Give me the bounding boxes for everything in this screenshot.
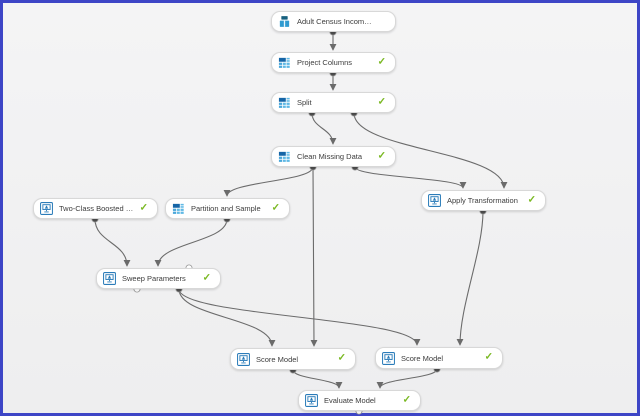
module-label: Evaluate Model <box>324 396 376 405</box>
module-node-project-columns[interactable]: Project Columns ✓ <box>271 52 396 73</box>
status-check-icon: ✓ <box>528 195 536 205</box>
status-check-icon: ✓ <box>378 97 386 107</box>
ml-module-icon <box>103 272 116 285</box>
ml-module-icon <box>237 353 250 366</box>
module-label: Project Columns <box>297 58 352 67</box>
module-label: Adult Census Income Binary C... <box>297 17 373 26</box>
table-icon <box>278 96 291 109</box>
status-check-icon: ✓ <box>403 395 411 405</box>
module-node-partition-and-sample[interactable]: Partition and Sample ✓ <box>165 198 290 219</box>
module-node-apply-transformation[interactable]: Apply Transformation ✓ <box>421 190 546 211</box>
status-check-icon: ✓ <box>272 203 280 213</box>
edge-score-model-right-to-evaluate-model[interactable] <box>380 369 437 388</box>
status-check-icon: ✓ <box>338 354 346 364</box>
edge-two-class-boosted-decision-tree-to-sweep-parameters[interactable] <box>95 219 127 266</box>
module-label: Score Model <box>256 355 298 364</box>
module-node-evaluate-model[interactable]: Evaluate Model ✓ <box>298 390 421 411</box>
module-label: Sweep Parameters <box>122 274 186 283</box>
ml-module-icon <box>382 352 395 365</box>
module-node-score-model-right[interactable]: Score Model ✓ <box>375 347 503 369</box>
module-label: Clean Missing Data <box>297 152 362 161</box>
dataset-icon <box>278 15 291 28</box>
module-label: Score Model <box>401 354 443 363</box>
module-node-two-class-boosted-decision-tree[interactable]: Two-Class Boosted Decision T... ✓ <box>33 198 158 219</box>
edge-clean-missing-data-to-partition-and-sample[interactable] <box>227 167 313 196</box>
module-node-split[interactable]: Split ✓ <box>271 92 396 113</box>
edge-split-to-clean-missing-data[interactable] <box>312 113 333 144</box>
module-label: Apply Transformation <box>447 196 518 205</box>
ml-module-icon <box>40 202 53 215</box>
module-node-score-model-left[interactable]: Score Model ✓ <box>230 348 356 370</box>
module-label: Two-Class Boosted Decision T... <box>59 204 135 213</box>
module-node-sweep-parameters[interactable]: Sweep Parameters ✓ <box>96 268 221 289</box>
edge-sweep-parameters-to-score-model-right[interactable] <box>179 289 417 345</box>
edge-sweep-parameters-to-score-model-left[interactable] <box>179 289 272 346</box>
edge-partition-and-sample-to-sweep-parameters[interactable] <box>158 219 227 266</box>
edge-score-model-left-to-evaluate-model[interactable] <box>293 370 339 388</box>
edge-clean-missing-data-to-apply-transformation[interactable] <box>355 167 463 188</box>
status-check-icon: ✓ <box>378 151 386 161</box>
ml-module-icon <box>305 394 318 407</box>
module-node-clean-missing-data[interactable]: Clean Missing Data ✓ <box>271 146 396 167</box>
module-label: Partition and Sample <box>191 204 261 213</box>
module-node-dataset-adult-census[interactable]: Adult Census Income Binary C... <box>271 11 396 32</box>
module-label: Split <box>297 98 312 107</box>
table-icon <box>278 56 291 69</box>
status-check-icon: ✓ <box>203 273 211 283</box>
experiment-canvas[interactable]: Adult Census Income Binary C... Project … <box>3 3 637 413</box>
status-check-icon: ✓ <box>485 353 493 363</box>
ml-module-icon <box>428 194 441 207</box>
edge-apply-transformation-to-score-model-right[interactable] <box>460 211 483 345</box>
status-check-icon: ✓ <box>378 57 386 67</box>
table-icon <box>172 202 185 215</box>
status-check-icon: ✓ <box>140 203 148 213</box>
table-icon <box>278 150 291 163</box>
